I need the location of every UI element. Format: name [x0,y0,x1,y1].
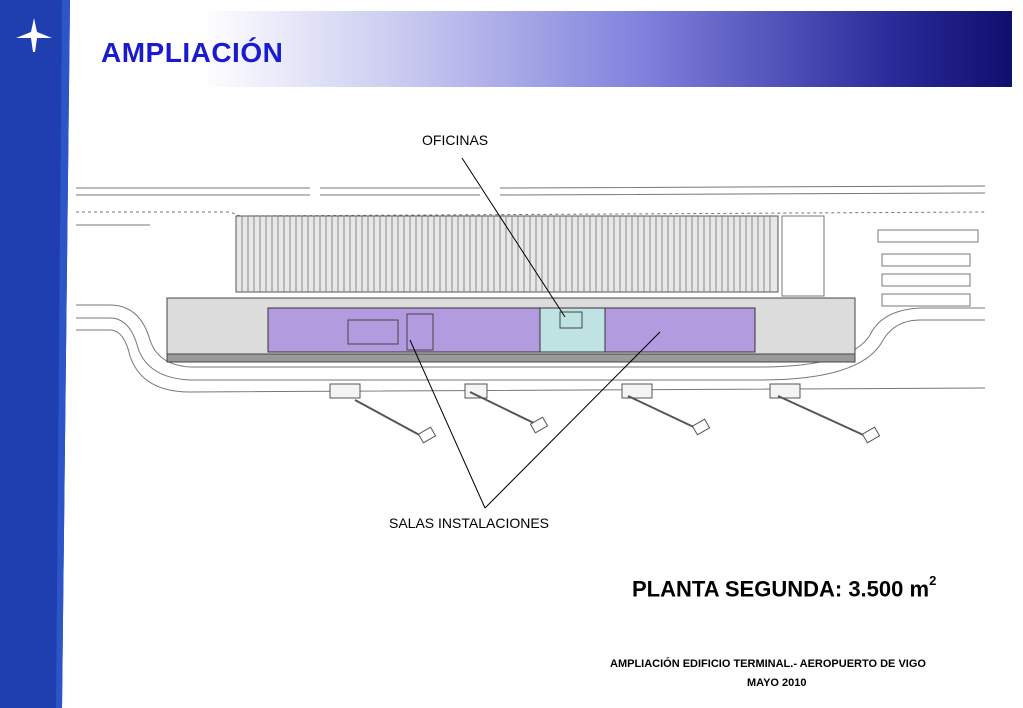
footer-date: MAYO 2010 [747,677,807,689]
floor-plan [76,157,986,509]
footer-project: AMPLIACIÓN EDIFICIO TERMINAL.- AEROPUERT… [610,658,926,670]
sidebar-band [0,0,70,708]
planta-segunda-area: PLANTA SEGUNDA: 3.500 m2 [632,573,937,602]
label-salas-instalaciones: SALAS INSTALACIONES [389,515,550,531]
aircraft-logo-icon [16,18,52,52]
planta-superscript: 2 [929,573,937,588]
planta-text: PLANTA SEGUNDA: 3.500 m [632,576,930,602]
header-band [200,11,1012,87]
page-title: AMPLIACIÓN [101,37,284,68]
label-oficinas: OFICINAS [422,132,489,148]
